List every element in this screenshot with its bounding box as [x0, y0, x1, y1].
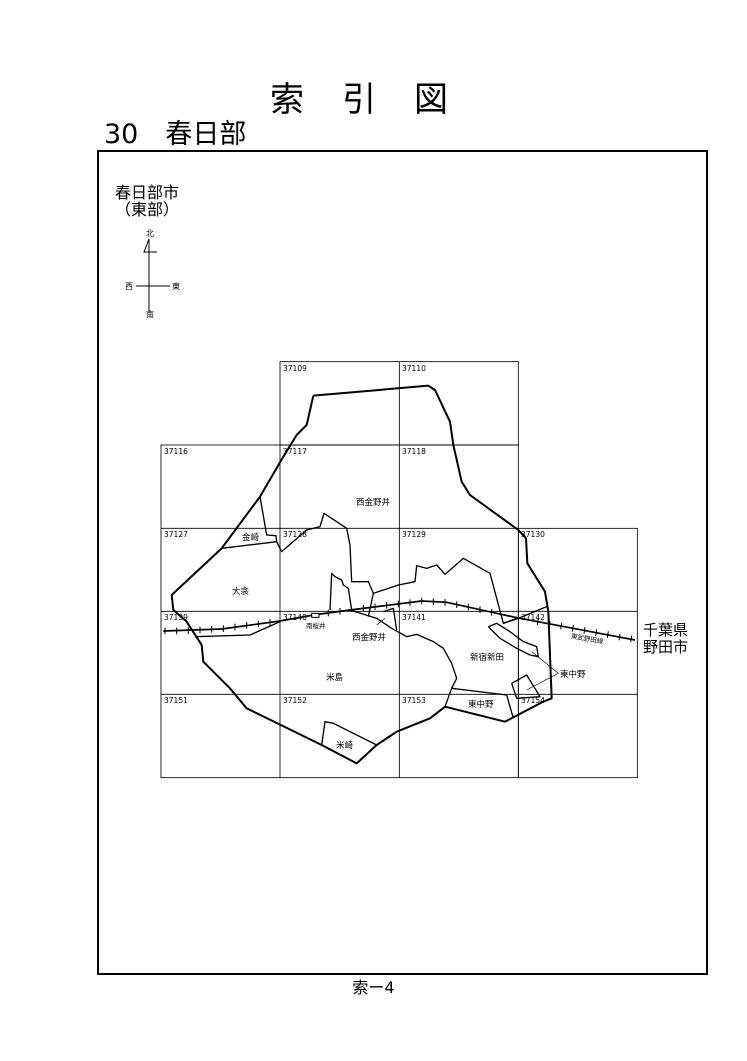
grid-cell-label[interactable]: 37129 — [402, 530, 426, 539]
railway-line — [163, 600, 636, 641]
page-number: 索ー4 — [352, 978, 395, 997]
page-title: 索 引 図 — [270, 80, 450, 120]
district-boundaries — [194, 496, 547, 746]
grid-cell-label[interactable]: 37154 — [521, 696, 545, 705]
station-label: 南桜井 — [306, 622, 326, 630]
neighbor-label: 千葉県 野田市 — [643, 622, 688, 656]
grid-cell-label[interactable]: 37142 — [521, 613, 545, 622]
place-label: 西金野井 — [352, 633, 387, 643]
place-label: 金崎 — [242, 533, 260, 543]
grid-cell-label[interactable]: 37139 — [164, 613, 188, 622]
city-boundary — [170, 384, 553, 765]
compass-south: 南 — [146, 310, 154, 319]
railway-ticks — [164, 597, 633, 643]
grid-cell-label[interactable]: 37152 — [283, 696, 307, 705]
grid-cell-label[interactable]: 37151 — [164, 696, 188, 705]
grid-cell-label[interactable]: 37141 — [402, 613, 426, 622]
grid-cell-label[interactable]: 37110 — [402, 364, 426, 373]
grid-cell-label[interactable]: 37118 — [402, 447, 426, 456]
map-frame — [97, 150, 708, 975]
station-icon — [311, 612, 320, 618]
grid-cell-label[interactable]: 37117 — [283, 447, 307, 456]
grid-cell-label[interactable]: 37128 — [283, 530, 307, 539]
grid-cell-label[interactable]: 37130 — [521, 530, 545, 539]
neighbor-city: 野田市 — [643, 638, 689, 656]
place-label: 西金野井 — [356, 498, 391, 508]
leader-lines — [376, 618, 559, 691]
grid-cell-label[interactable]: 37116 — [164, 447, 188, 456]
place-label: 東中野 — [560, 670, 586, 680]
place-label: 新宿新田 — [470, 653, 505, 663]
place-label: 東中野 — [468, 700, 494, 710]
grid-cell-label[interactable]: 37109 — [283, 364, 307, 373]
index-map — [160, 361, 638, 779]
grid-cell-label[interactable]: 37127 — [164, 530, 188, 539]
neighbor-pref: 千葉県 — [643, 621, 689, 639]
grid-cell-label[interactable]: 37153 — [402, 696, 426, 705]
compass-north: 北 — [146, 229, 154, 238]
district-name: （東部） — [115, 200, 180, 219]
place-label: 米島 — [326, 673, 344, 683]
place-label: 大衾 — [232, 587, 250, 597]
grid-cell-label[interactable]: 37140 — [283, 613, 307, 622]
city-name: 春日部市 — [115, 183, 180, 202]
compass-icon — [136, 238, 170, 311]
city-label: 春日部市 （東部） — [115, 184, 179, 218]
section-title: 30 春日部 — [104, 119, 247, 150]
compass-east: 東 — [172, 282, 180, 291]
grid-lines — [160, 361, 638, 779]
compass-west: 西 — [125, 282, 133, 291]
place-label: 米崎 — [336, 741, 354, 751]
